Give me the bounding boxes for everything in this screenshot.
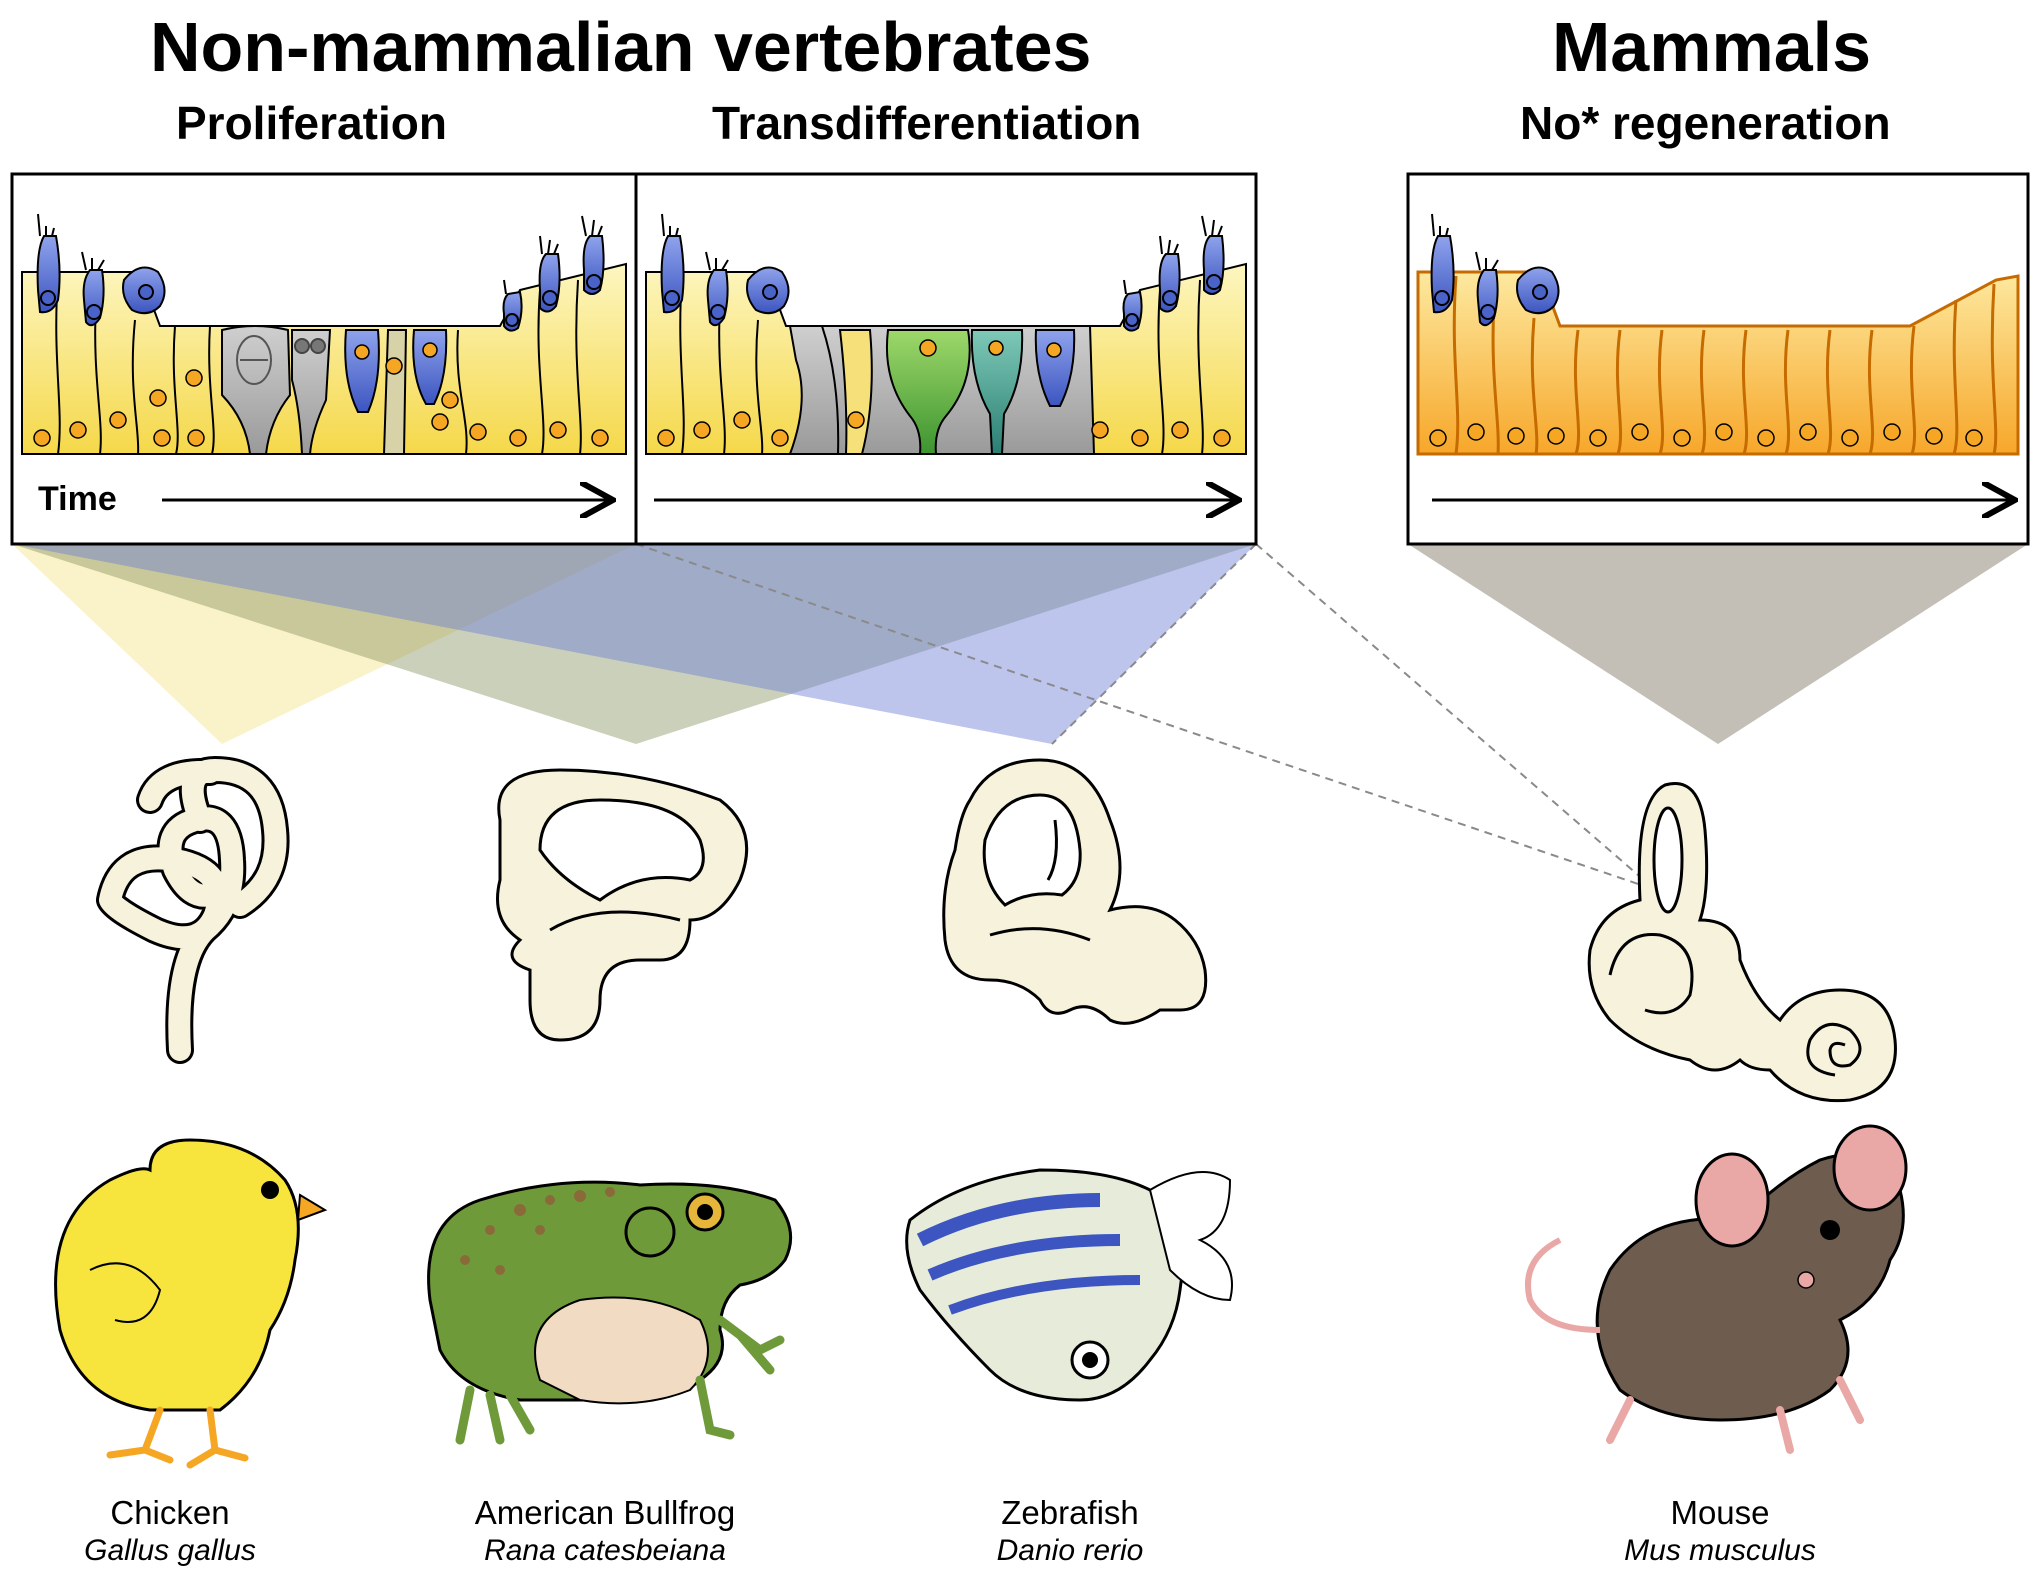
animal-scientific-chicken: Gallus gallus xyxy=(84,1534,256,1567)
header-transdifferentiation: Transdifferentiation xyxy=(712,97,1142,149)
funnel-bullfrog xyxy=(12,544,1256,744)
panel-proliferation xyxy=(10,172,638,546)
panel-transdifferentiation xyxy=(634,172,1258,546)
header-no-regeneration: No* regeneration xyxy=(1520,97,1891,149)
panel-no-regeneration xyxy=(1406,172,2030,546)
inner-ear-zebrafish xyxy=(942,758,1208,1025)
header-mammals: Mammals xyxy=(1552,8,1872,86)
hair-cells-left xyxy=(36,213,166,327)
zebrafish-illustration xyxy=(905,1168,1233,1402)
header-proliferation: Proliferation xyxy=(176,97,447,149)
animal-common-bullfrog: American Bullfrog xyxy=(474,1494,736,1531)
new-hair-cell xyxy=(344,329,380,413)
animal-common-mouse: Mouse xyxy=(1670,1494,1770,1531)
inner-ear-chicken xyxy=(96,756,290,1064)
bullfrog-illustration xyxy=(427,1180,793,1445)
new-hair-cell-2 xyxy=(412,329,448,405)
time-label: Time xyxy=(38,480,117,518)
funnel-chicken xyxy=(12,544,636,744)
projection-funnels xyxy=(12,543,2028,921)
inner-ear-mouse xyxy=(1587,782,1897,1103)
dashed-connector xyxy=(1255,543,1691,921)
hair-cells-right xyxy=(502,215,605,332)
transdifferentiating-cell-teal xyxy=(970,329,1024,455)
animal-common-zebrafish: Zebrafish xyxy=(1001,1494,1139,1531)
funnel-mouse xyxy=(1408,544,2028,744)
animal-scientific-zebrafish: Danio rerio xyxy=(996,1534,1144,1567)
dashed-connector-2 xyxy=(635,543,1701,906)
funnel-zebrafish xyxy=(12,544,1256,744)
dashed-connector-3 xyxy=(1051,543,1257,745)
header-non-mammalian: Non-mammalian vertebrates xyxy=(150,8,1092,86)
mouse-illustration xyxy=(1525,1124,1908,1454)
progenitor-cell-dividing xyxy=(221,325,292,455)
transdifferentiating-cell-green xyxy=(885,329,971,455)
animal-common-chicken: Chicken xyxy=(110,1494,230,1531)
animal-scientific-mouse: Mus musculus xyxy=(1624,1534,1816,1567)
chicken-illustration xyxy=(54,1138,328,1469)
animal-scientific-bullfrog: Rana catesbeiana xyxy=(484,1534,726,1567)
inner-ear-bullfrog xyxy=(496,768,749,1042)
new-hair-cell-transdiff xyxy=(1034,329,1076,407)
